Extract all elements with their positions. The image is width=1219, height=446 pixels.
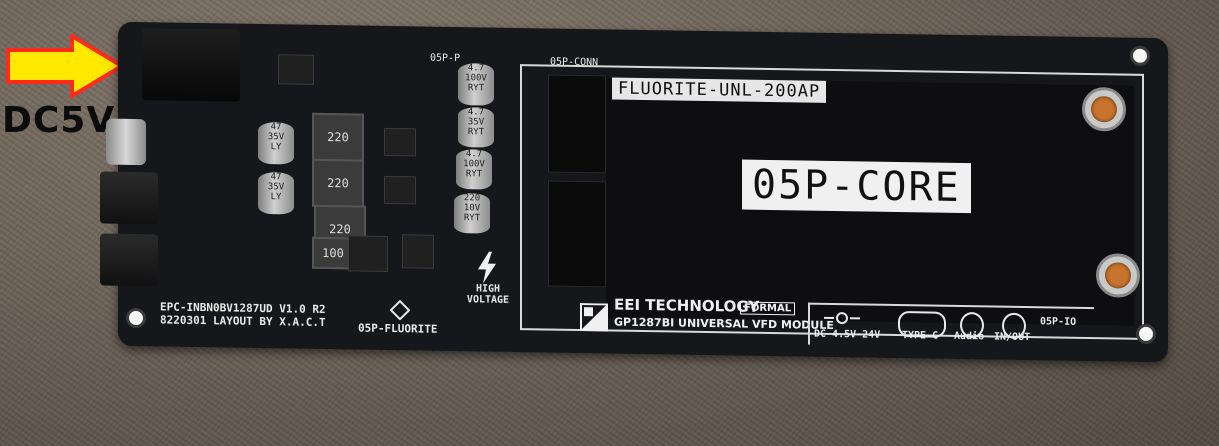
fluorite-label: 05P-FLUORITE [358, 321, 438, 336]
usb-type-c-port [106, 118, 146, 166]
audio-jack-1 [100, 171, 158, 225]
display-model-label: FLUORITE-UNL-200AP [612, 77, 827, 103]
audio-jack-2 [100, 233, 158, 287]
eei-logo-icon [580, 303, 608, 332]
mounting-hole [126, 307, 146, 329]
arrow-right-icon [6, 34, 124, 98]
connector-header [548, 74, 606, 174]
io-typec-label: TYPE-C [902, 330, 939, 342]
ic-chip [278, 54, 314, 85]
io-audio-label: Audio [954, 330, 985, 343]
board-id-text: EPC-INBN0BV1287UD V1.0 R2 8220301 LAYOUT… [160, 300, 326, 330]
brand-name: EEI TECHNOLOGY [614, 295, 760, 316]
mounting-standoff [1096, 253, 1140, 298]
inductor: 220 [312, 112, 364, 162]
io-inout-label: IN/OUT [994, 331, 1031, 344]
mounting-hole [1130, 45, 1150, 66]
brand-tag: FORMAL [740, 301, 796, 316]
connector-header [548, 180, 606, 288]
io-dc-label: DC 4.5V-24V [814, 328, 881, 341]
inductor: 220 [312, 158, 364, 208]
ic-chip [384, 175, 416, 205]
high-voltage-warning: HIGH VOLTAGE [466, 283, 510, 306]
diamond-logo-icon [390, 300, 410, 321]
dc5v-callout-label: DC5V [2, 100, 116, 141]
dc-power-jack [142, 28, 240, 102]
mounting-standoff [1082, 86, 1126, 132]
ic-chip [348, 235, 388, 272]
ic-chip [402, 234, 434, 269]
core-label: 05P-CORE [742, 159, 971, 214]
ic-chip [384, 127, 416, 157]
dc-polarity-icon [824, 312, 860, 325]
mounting-hole [1136, 323, 1156, 345]
io-section-title: 05P-IO [1040, 316, 1077, 328]
power-section-title: 05P-P [430, 52, 461, 65]
lightning-warning-icon [478, 251, 496, 284]
